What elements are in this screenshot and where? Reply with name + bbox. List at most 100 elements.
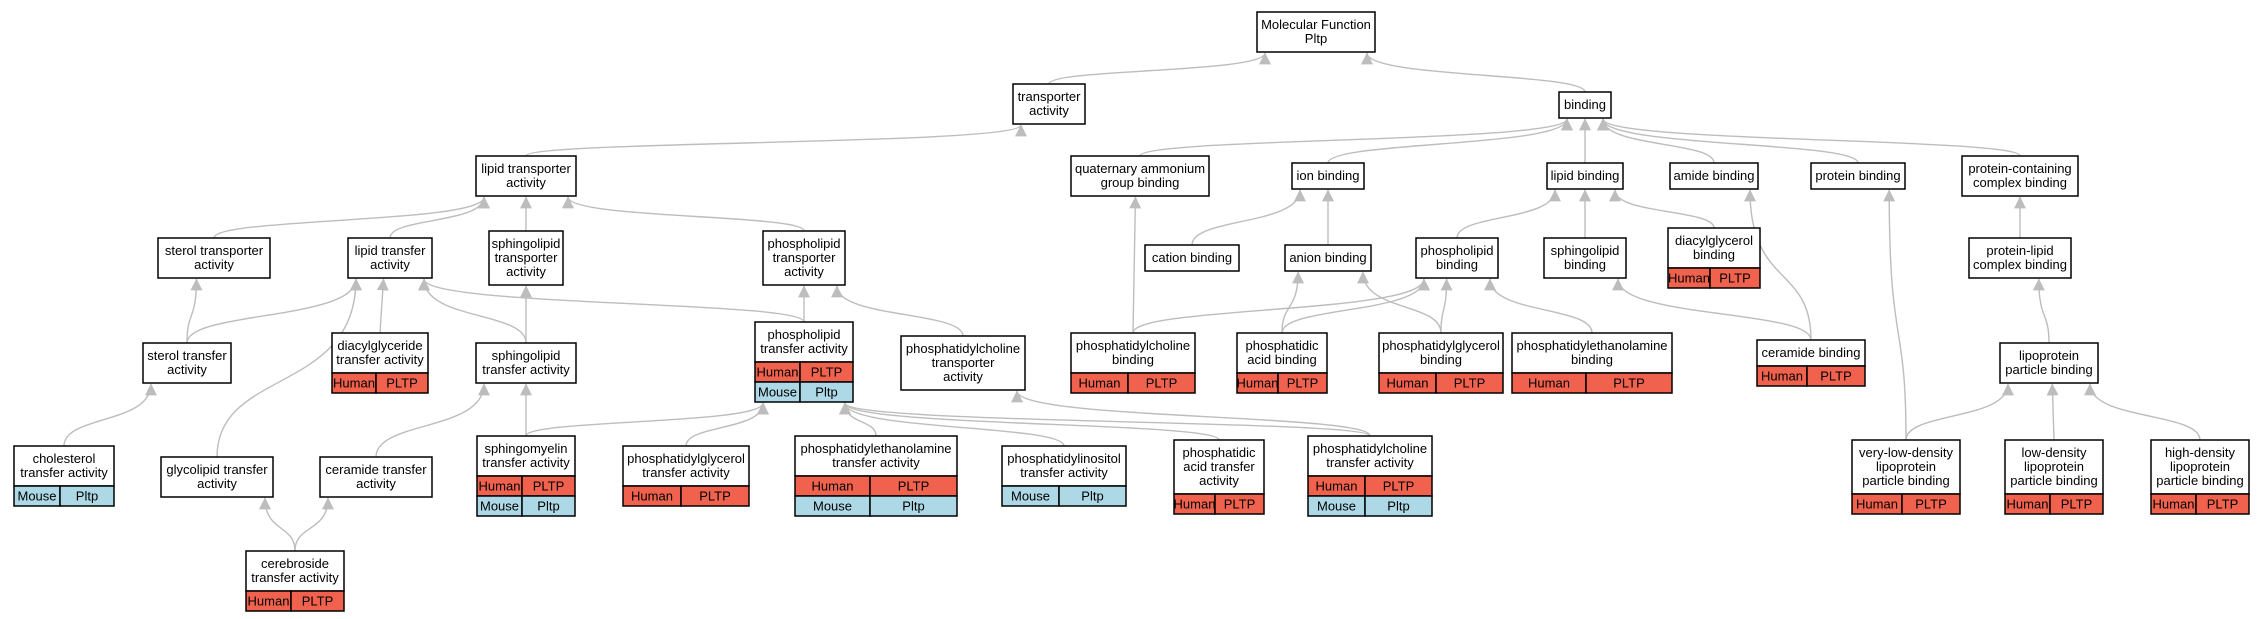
term-label: transporter [773, 250, 837, 265]
term-label: transfer activity [642, 465, 730, 480]
term-label: Pltp [1305, 31, 1327, 46]
term-box [1144, 244, 1240, 272]
species-label: Human [812, 479, 854, 494]
species-label: Human [479, 479, 521, 494]
term-label: high-density [2165, 445, 2236, 460]
species-label: Human [757, 365, 799, 380]
term-box [1961, 155, 2079, 197]
term-label: lipoprotein [2024, 459, 2084, 474]
term-label: transporter [932, 355, 996, 370]
term-label: protein-containing [1968, 161, 2071, 176]
term-label: phosphatidic [1183, 445, 1256, 460]
term-box [1415, 237, 1499, 279]
term-node-amide-binding[interactable]: amide binding [1669, 162, 1759, 190]
term-label: transfer activity [20, 465, 108, 480]
species-label: Human [1856, 497, 1898, 512]
edge-ion-binding-to-binding [1327, 118, 1573, 164]
gene-cell-mouse [1364, 495, 1433, 517]
gene-label: PLTP [1383, 479, 1415, 494]
term-label: protein binding [1815, 168, 1900, 183]
gene-label: PLTP [1287, 376, 1319, 391]
term-node-cation-binding[interactable]: cation binding [1144, 244, 1240, 272]
term-label: sterol transporter [165, 243, 264, 258]
term-label: lipid binding [1551, 168, 1620, 183]
term-node-protein-binding[interactable]: protein binding [1810, 162, 1906, 190]
term-box [1968, 237, 2072, 279]
term-label: activity [1029, 103, 1069, 118]
term-node-binding[interactable]: binding [1558, 91, 1612, 119]
gene-label: Pltp [902, 499, 924, 514]
edge-binding-to-mf [1361, 52, 1586, 93]
term-box [1291, 162, 1365, 190]
term-label: ceramide transfer [325, 462, 427, 477]
term-box [1236, 332, 1328, 374]
term-label: acid transfer [1183, 459, 1255, 474]
species-label: Mouse [1011, 489, 1050, 504]
term-label: protein-lipid [1986, 243, 2053, 258]
gene-label: PLTP [1224, 497, 1256, 512]
term-node-ion-binding[interactable]: ion binding [1291, 162, 1365, 190]
term-node-anion-binding[interactable]: anion binding [1284, 244, 1372, 272]
term-label: quaternary ammonium [1075, 161, 1205, 176]
term-box [1667, 227, 1761, 269]
edge-vldl-to-protein-binding [1883, 189, 1907, 441]
edge-pc-binding-to-phospholipid-binding [1132, 278, 1430, 334]
edge-protein-containing-to-binding [1597, 118, 2021, 157]
edge-pa-transfer-to-phospholipid-transfer [839, 402, 1220, 441]
term-label: binding [1564, 257, 1606, 272]
term-label: transfer activity [832, 455, 920, 470]
term-label: transfer activity [482, 455, 570, 470]
gene-label: Pltp [76, 489, 98, 504]
gene-label: PLTP [811, 365, 843, 380]
edge-ceramide-transfer-to-sphingolipid-transfer [375, 383, 490, 458]
term-node-lipid-binding[interactable]: lipid binding [1546, 162, 1624, 190]
gene-label: PLTP [2061, 497, 2093, 512]
term-box [1546, 162, 1624, 190]
term-label: lipoprotein [2170, 459, 2230, 474]
gene-cell-human [1585, 372, 1673, 394]
term-label: transfer activity [1020, 465, 1108, 480]
gene-cell-mouse [1058, 485, 1127, 507]
term-box [1378, 332, 1504, 374]
term-box [475, 342, 577, 384]
term-label: cerebroside [261, 556, 329, 571]
